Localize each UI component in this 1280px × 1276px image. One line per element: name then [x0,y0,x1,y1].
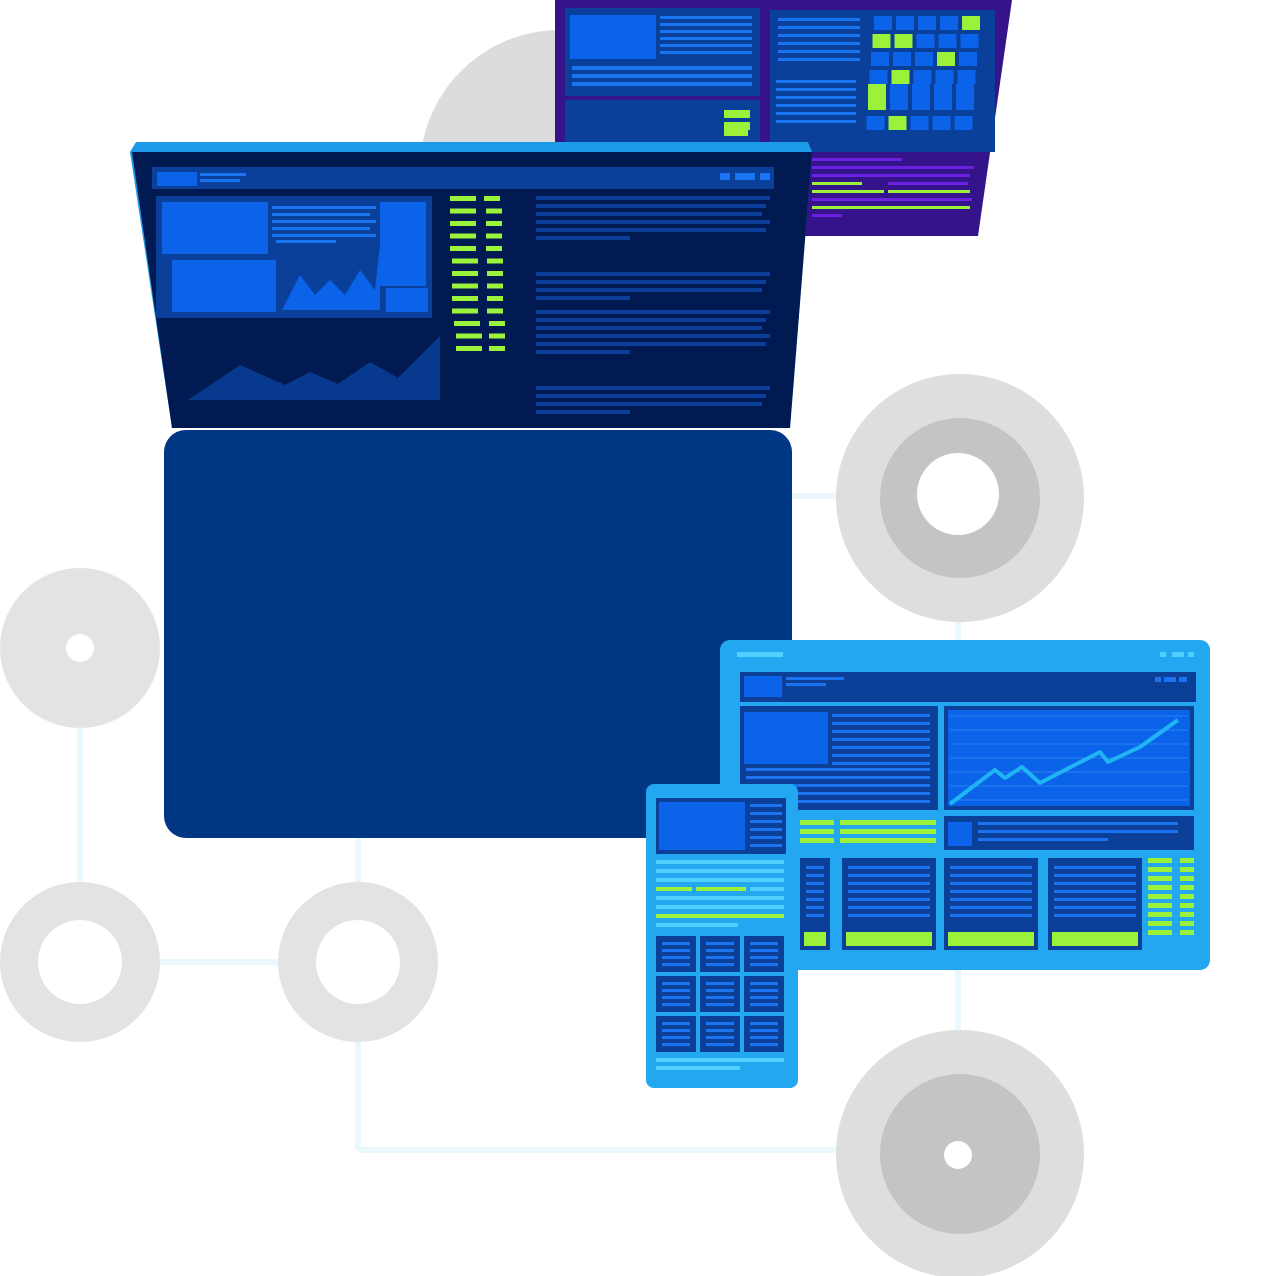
node-top-right [836,374,1084,622]
node-bottom-left [0,882,160,1042]
laptop [130,142,812,838]
node-left [0,568,160,728]
node-bottom-center [278,882,438,1042]
rear-monitor [555,0,1012,236]
tablet [720,640,1210,970]
laptop-body [164,430,792,838]
phone [646,784,798,1088]
node-bottom-right [836,1030,1084,1276]
